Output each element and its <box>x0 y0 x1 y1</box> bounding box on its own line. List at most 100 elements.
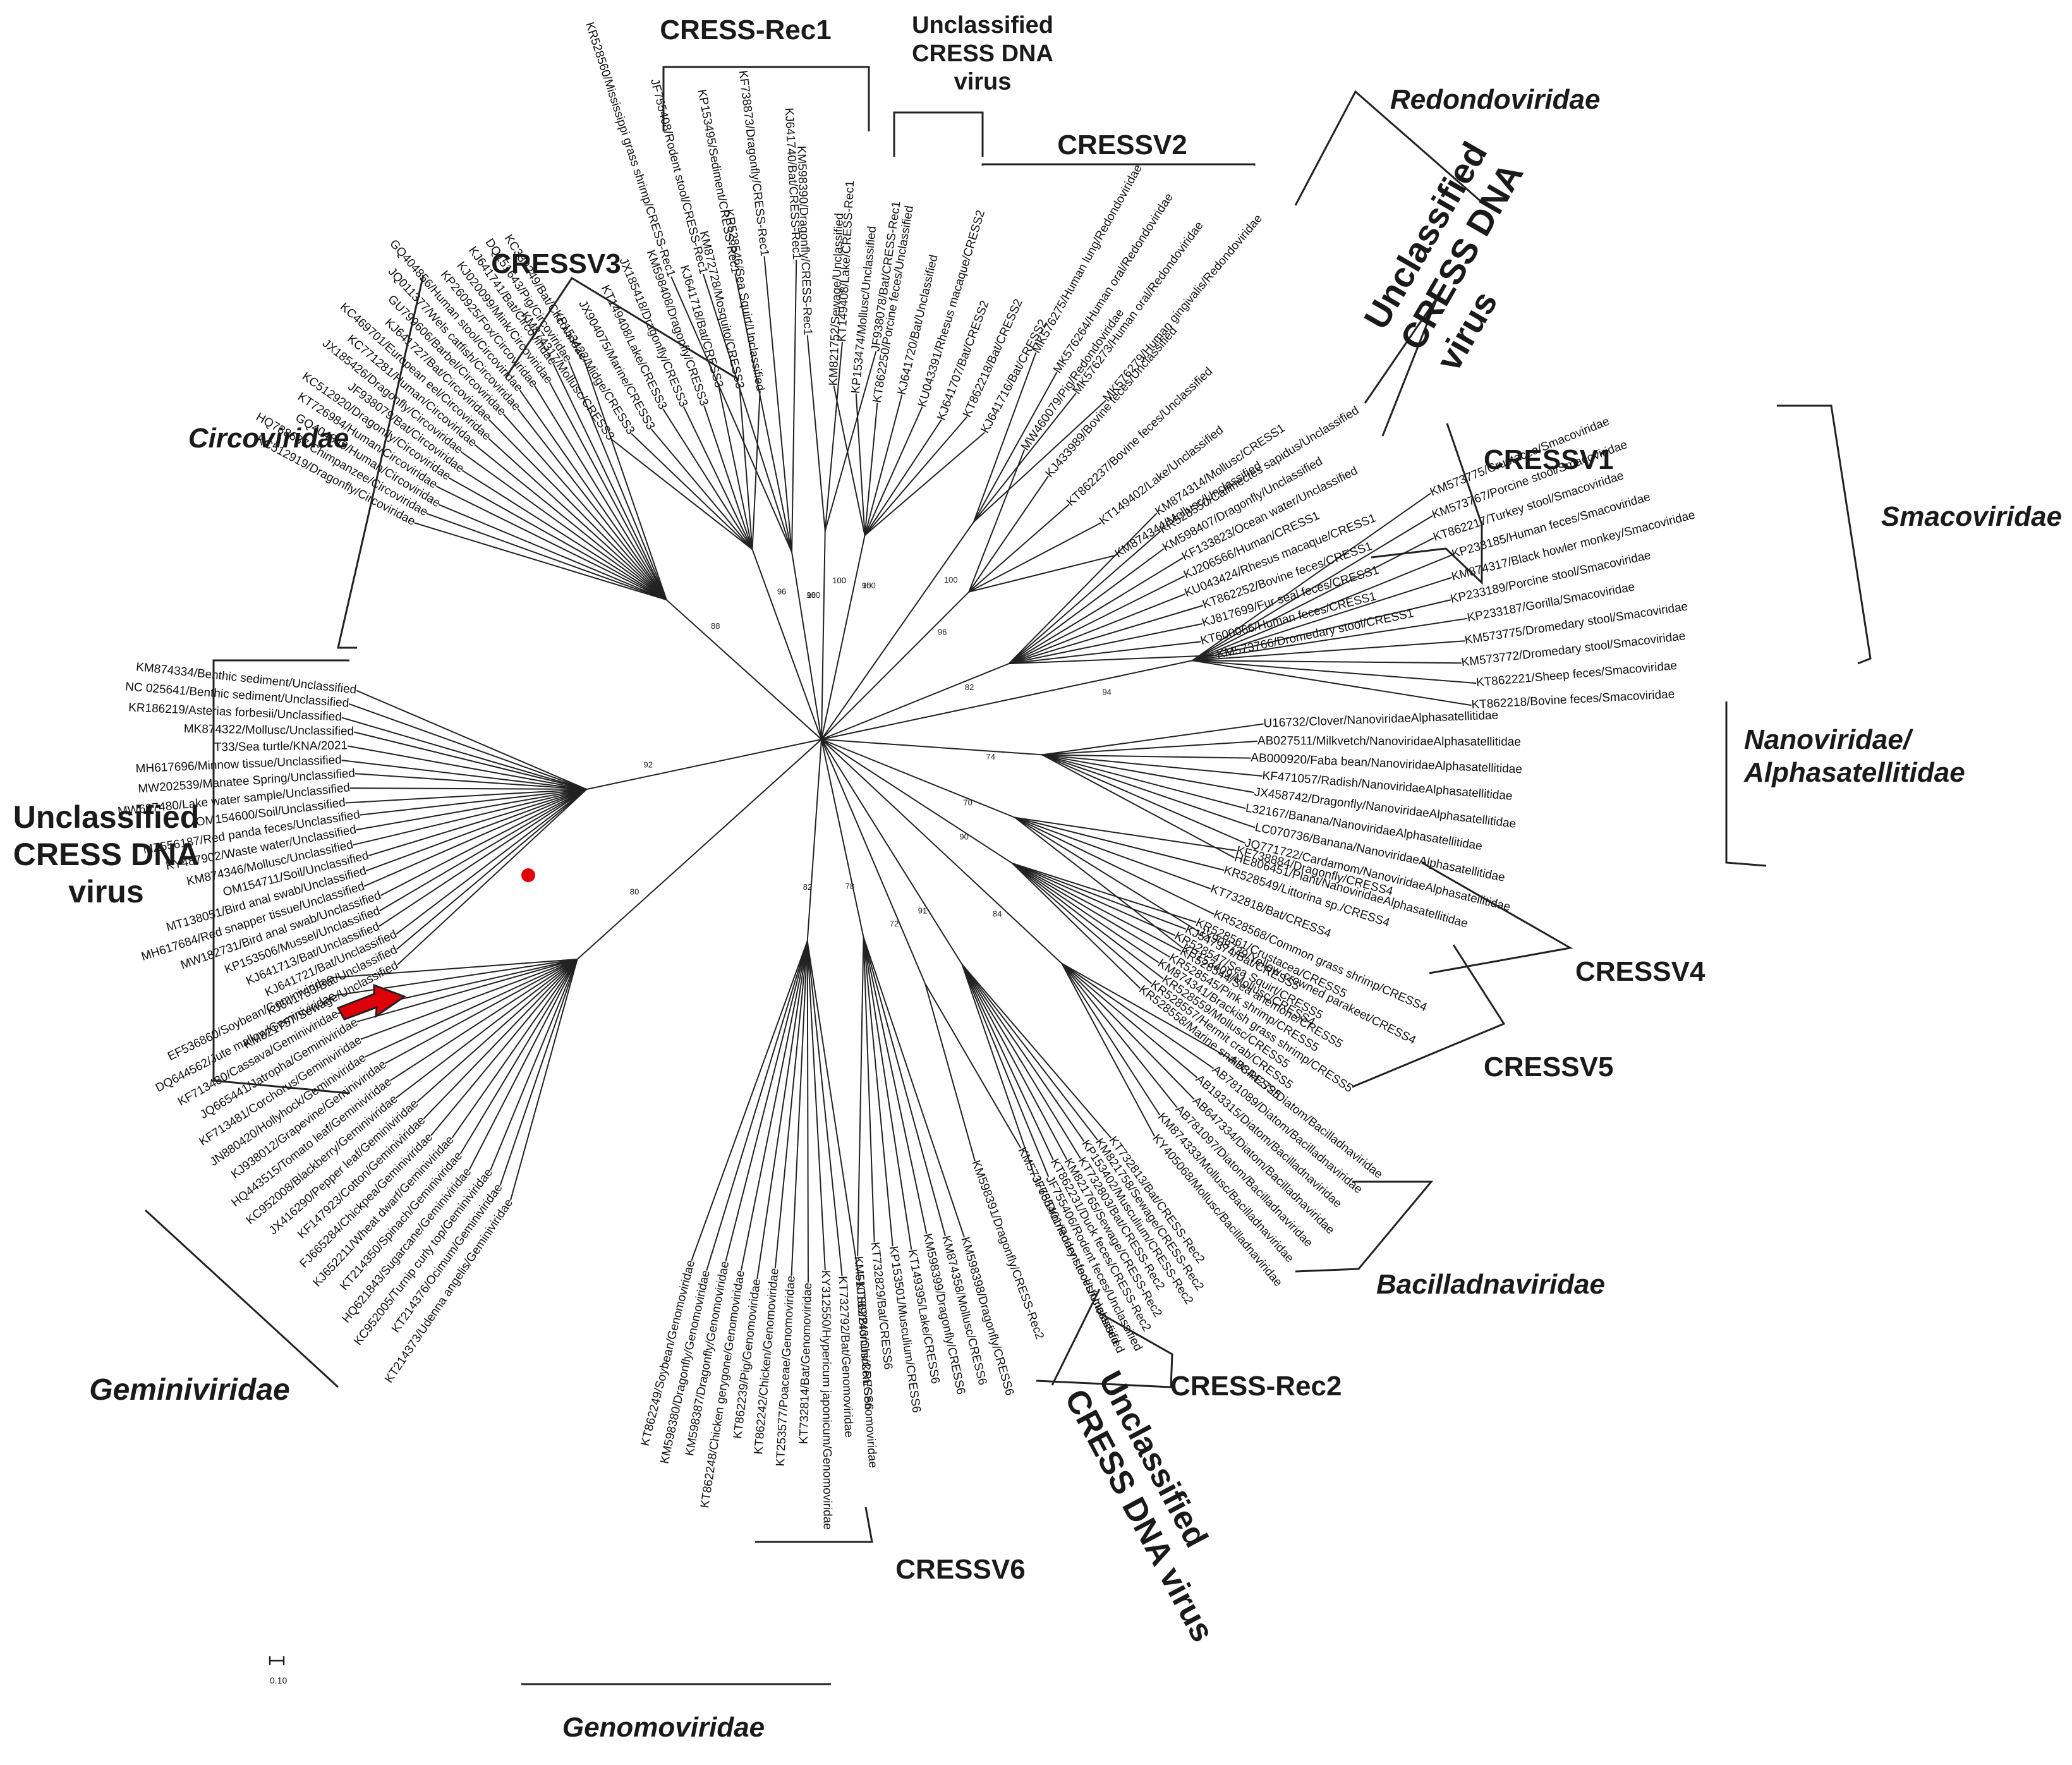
leaf-branch <box>969 554 1117 593</box>
leaf-branch <box>449 477 667 601</box>
leaf-branch <box>1014 816 1211 890</box>
clade-geminiviridae: Geminiviridae <box>89 1373 289 1407</box>
leaf-branch <box>1192 492 1431 662</box>
leaf-branch <box>1192 554 1453 662</box>
leaf-branch <box>1192 660 1472 707</box>
leaf-branch <box>863 937 912 1250</box>
leaf-branch <box>961 964 1085 1142</box>
bootstrap-value: 72 <box>890 919 899 928</box>
leaf-branch <box>345 789 587 804</box>
leaf-branch <box>1192 617 1468 662</box>
leaf-branch <box>855 393 866 536</box>
leaf-branch <box>426 513 667 601</box>
leaf-branch <box>360 959 578 1040</box>
leaf-branch <box>824 351 877 531</box>
leaf-branch <box>548 382 667 600</box>
clade-label-line: Genomoviridae <box>562 1712 765 1743</box>
leaf-label: KR528560/Mississippi grass shrimp/CRESS-… <box>583 21 677 279</box>
leaf-branch <box>1041 754 1245 844</box>
clade-bracket <box>1295 1180 1434 1273</box>
leaf-branch <box>973 400 1106 523</box>
clade-label-line: Alphasatellitidae <box>1743 757 1965 788</box>
leaf-branch <box>968 522 1102 593</box>
bootstrap-value: 78 <box>845 882 854 891</box>
leaf-branch <box>502 413 667 600</box>
clade-cressv6: CRESSV6 <box>895 1554 1025 1585</box>
leaf-branch <box>968 449 1026 593</box>
clade-bracket <box>893 111 984 157</box>
leaf-label: AB027511/Milkvetch/NanoviridaeAlphasatel… <box>1257 734 1521 749</box>
leaf-branch <box>863 937 965 1238</box>
clade-label-line: Nanoviridae/ <box>1744 724 1914 755</box>
clade-label-line: CRESSV2 <box>1057 130 1187 161</box>
bootstrap-value: 90 <box>959 832 968 842</box>
leaf-branch <box>414 522 667 601</box>
clade-bracket <box>1036 1310 1173 1388</box>
clade-bracket <box>1421 861 1573 974</box>
leaf-branch <box>567 361 667 600</box>
leaf-branch <box>1042 723 1264 756</box>
clade-label-line: CRESS DNA <box>13 837 199 872</box>
leaf-branch <box>583 358 667 600</box>
clade-label-line: CRESS-Rec1 <box>660 15 831 45</box>
leaf-branch <box>363 789 587 887</box>
leaf-branch <box>973 392 1077 523</box>
leaf-branch <box>356 958 578 1022</box>
scale-bar: 0.10 <box>269 1656 287 1685</box>
leaf-branch <box>1012 863 1186 930</box>
leaf-branch <box>763 256 793 552</box>
leaf-branch <box>1012 863 1153 985</box>
leaf-branch <box>691 940 808 1261</box>
leaf-branch <box>610 439 753 550</box>
leaf-branch <box>682 406 753 550</box>
leaf-branch <box>1042 741 1258 756</box>
clade-label-line: CRESSV4 <box>1575 956 1705 987</box>
leaf-branch <box>474 444 667 600</box>
leaf-branch <box>356 689 587 790</box>
leaf-branch <box>534 385 667 600</box>
leaf-branch <box>341 717 587 790</box>
leaf-branch <box>1012 863 1164 980</box>
branch-cress_rec1 <box>791 552 822 740</box>
bootstrap-value: 95 <box>862 581 871 590</box>
leaf-branch <box>1061 962 1198 1079</box>
leaf-branch <box>1192 599 1451 662</box>
bootstrap-value: 96 <box>777 586 786 596</box>
leaf-branch <box>806 335 826 531</box>
clade-label-line: Redondoviridae <box>1390 84 1601 115</box>
leaf-branch <box>499 959 578 1186</box>
bootstrap-value: 70 <box>963 798 972 808</box>
clade-bracket <box>1352 944 1506 1088</box>
branch-cressv4 <box>821 739 1015 818</box>
leaf-branch <box>706 940 808 1271</box>
leaf-branch <box>1009 641 1201 665</box>
tree-branches <box>332 256 1477 1283</box>
leaf-branch <box>1012 863 1197 923</box>
leaf-branch <box>1061 963 1178 1108</box>
leaf-branch <box>973 372 1058 523</box>
leaf-branch <box>863 937 946 1237</box>
leaf-branch <box>1192 537 1434 662</box>
clade-label-line: Unclassified <box>912 12 1053 39</box>
leaf-branch <box>1192 660 1477 684</box>
leaf-label: KT732814/Bat/Genomoviridae <box>797 1282 815 1444</box>
clade-label-line: Unclassified <box>13 799 200 835</box>
leaf-branch <box>1014 816 1215 915</box>
leaf-branch <box>863 937 928 1234</box>
bootstrap-value: 74 <box>986 752 995 761</box>
leaf-branch <box>353 731 587 790</box>
leaf-branch <box>509 959 578 1201</box>
leaf-branch <box>439 504 667 601</box>
leaf-branch <box>488 419 667 600</box>
clade-label-line: Circoviridae <box>188 423 349 454</box>
leaf-branch <box>353 789 587 846</box>
leaf-branch <box>1009 593 1186 665</box>
leaf-branch <box>1061 963 1155 1137</box>
leaf-branch <box>864 419 942 536</box>
leaf-branch <box>806 941 843 1277</box>
leaf-branch <box>718 387 753 550</box>
